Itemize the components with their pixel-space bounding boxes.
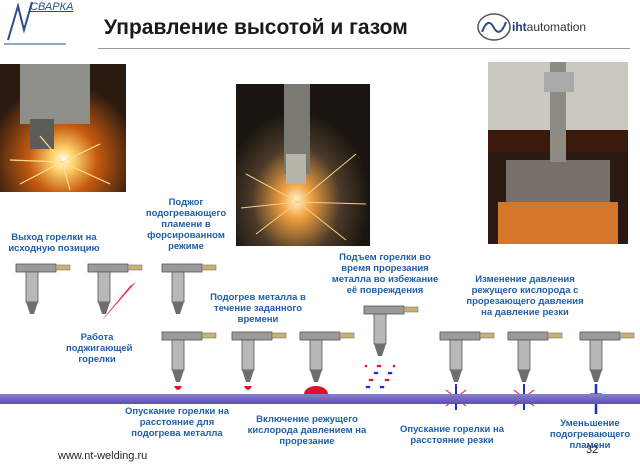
torch-illustration [158,330,218,396]
caption-lower-preheat: Опускание горелки на расстояние для подо… [124,406,230,439]
caption-ignite-preheat: Поджог подогревающего пламени в форсиров… [142,197,230,252]
title-divider [98,48,630,49]
page-title: Управление высотой и газом [104,16,408,40]
metal-plate [0,394,640,404]
caption-lower-cut: Опускание горелки на расстояние резки [398,424,506,446]
torch-illustration [576,330,636,396]
photo-torch-ignition [0,64,126,192]
photo-plate-cut [488,62,628,244]
caption-oxygen-on: Включение режущего кислорода давлением н… [244,414,370,447]
torch-illustration [296,330,356,396]
photo-cutting-sparks [236,84,370,246]
page-number: 32 [586,444,598,456]
caption-preheat-metal: Подогрев металла в течение заданного вре… [206,292,310,325]
brand-name: ihtautomation [512,20,586,34]
torch-illustration [84,262,144,328]
torch-illustration [228,330,288,396]
torch-illustration [504,330,564,396]
logo-text: СВАРКА [30,1,73,13]
torch-illustration [436,330,496,396]
caption-pressure-change: Изменение давления режущего кислорода с … [462,274,588,318]
caption-exit-position: Выход горелки на исходную позицию [2,232,106,254]
caption-raise-torch: Подъем горелки во время прорезания метал… [328,252,442,296]
caption-pilot-work: Работа поджигающей горелки [66,332,128,365]
footer-url: www.nt-welding.ru [58,450,147,462]
torch-illustration [12,262,72,328]
torch-illustration [360,304,420,370]
